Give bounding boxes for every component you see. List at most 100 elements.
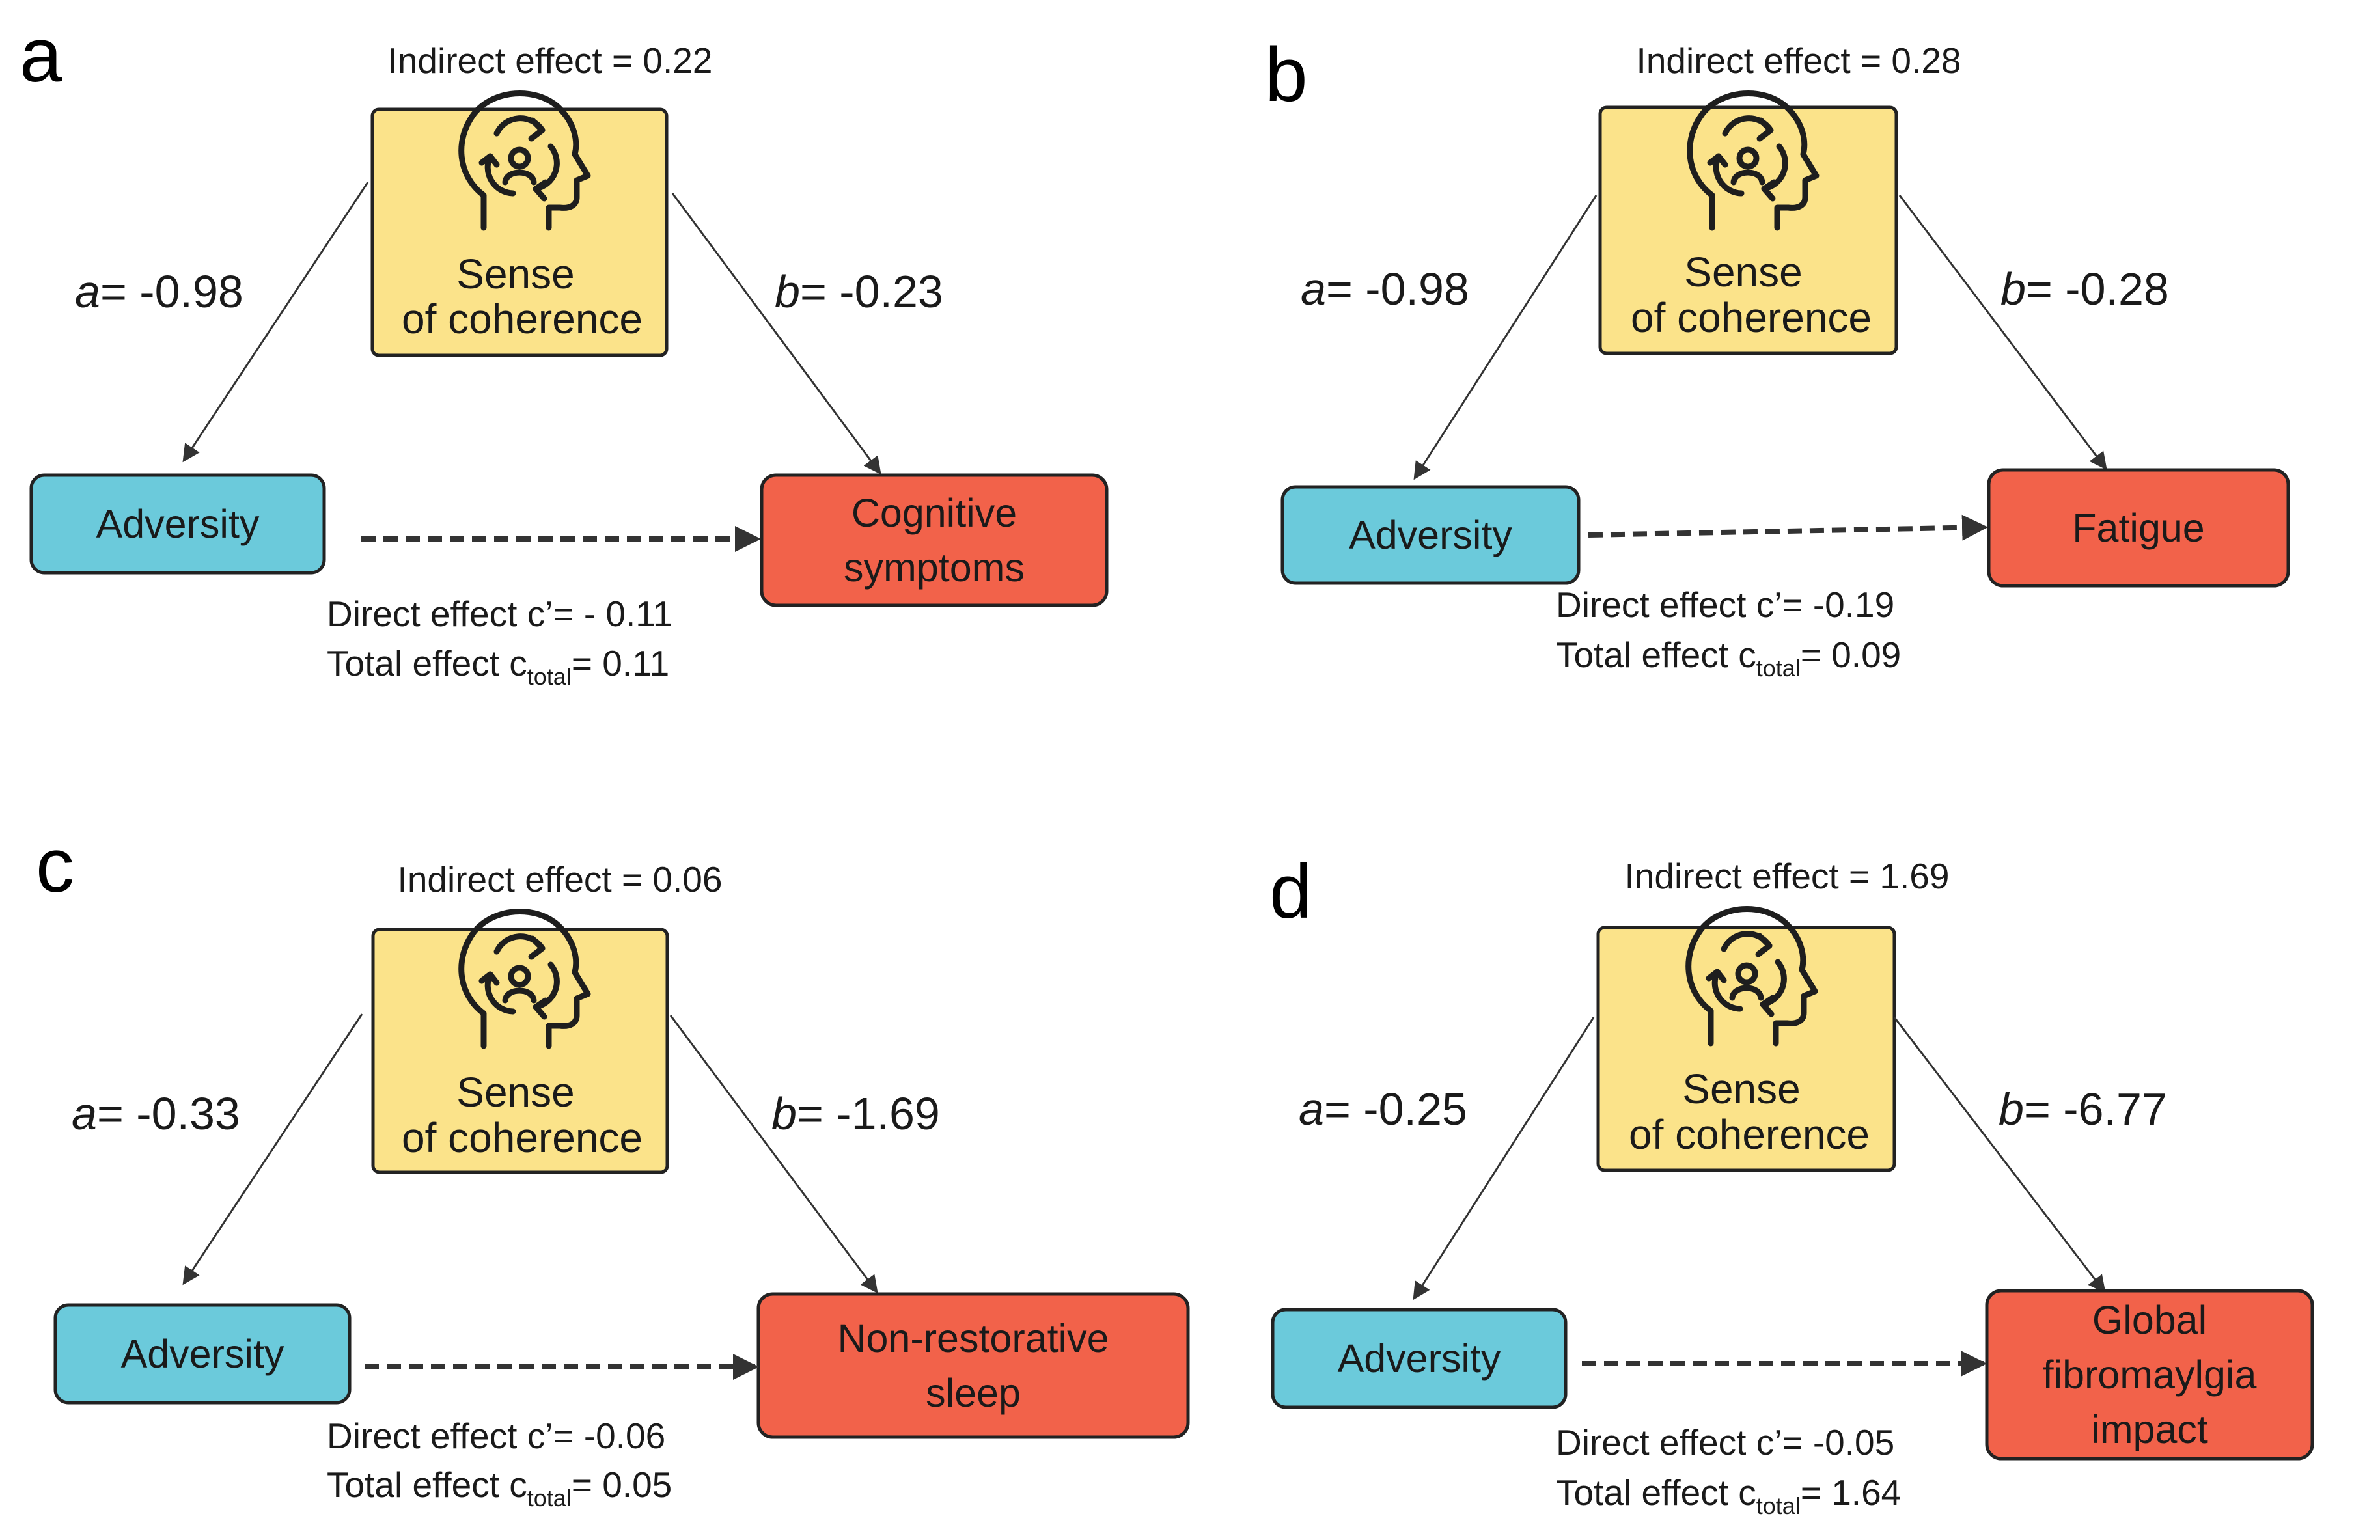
predictor-box xyxy=(53,1303,352,1405)
a-coefficient-value: = -0.33 xyxy=(97,1088,240,1139)
outcome-label-line: Fatigue xyxy=(2072,506,2204,550)
b-path-arrow xyxy=(671,193,881,475)
outcome-box xyxy=(1987,468,2290,588)
mediator-box xyxy=(370,107,669,357)
a-coefficient-symbol: a xyxy=(1299,1084,1324,1134)
mediator-box xyxy=(1598,105,1898,355)
total-effect-subscript: total xyxy=(527,1485,572,1511)
total-effect-label: Total effect ctotal= 0.05 xyxy=(327,1464,672,1511)
total-effect-prefix: Total effect c xyxy=(1556,1472,1756,1513)
head-circular-arrows-icon xyxy=(1685,906,1818,1047)
b-path-arrow xyxy=(1898,195,2107,471)
outcome-label-line: symptoms xyxy=(844,545,1025,590)
a-coefficient-symbol: a xyxy=(72,1088,97,1139)
outcome-box xyxy=(1985,1289,2314,1461)
a-coefficient: a= -0.33 xyxy=(72,1088,240,1139)
outcome-box xyxy=(760,473,1109,607)
a-coefficient-value: = -0.98 xyxy=(100,266,243,317)
panel-letter: d xyxy=(1269,849,1312,935)
a-path-arrow xyxy=(1413,195,1598,480)
predictor-label: Adversity xyxy=(1338,1336,1501,1381)
b-coefficient-value: = -1.69 xyxy=(797,1088,940,1139)
mediator-label-line2: of coherence xyxy=(1629,1111,1870,1158)
mediator-label-line2: of coherence xyxy=(1631,294,1872,341)
panel-letter: a xyxy=(20,12,62,98)
a-coefficient-value: = -0.98 xyxy=(1326,264,1469,314)
b-coefficient-symbol: b xyxy=(2000,264,2026,314)
mediator-label-line2: of coherence xyxy=(402,296,643,342)
b-coefficient-value: = -0.28 xyxy=(2026,264,2169,314)
total-effect-prefix: Total effect c xyxy=(327,643,527,683)
b-coefficient-symbol: b xyxy=(1999,1084,2024,1134)
predictor-box xyxy=(1271,1308,1568,1409)
outcome-label-line: fibromaylgia xyxy=(2043,1353,2257,1397)
total-effect-prefix: Total effect c xyxy=(327,1464,527,1505)
total-effect-prefix: Total effect c xyxy=(1556,635,1756,675)
total-effect-subscript: total xyxy=(1756,1492,1801,1519)
total-effect-label: Total effect ctotal= 0.09 xyxy=(1556,635,1901,681)
a-coefficient-symbol: a xyxy=(1301,264,1326,314)
b-coefficient-symbol: b xyxy=(775,266,800,317)
total-effect-label: Total effect ctotal= 1.64 xyxy=(1556,1472,1901,1519)
mediator-box xyxy=(371,928,669,1174)
head-circular-arrows-icon xyxy=(458,909,591,1049)
b-coefficient-value: = -6.77 xyxy=(2024,1084,2167,1134)
head-circular-arrows-icon xyxy=(1687,90,1820,231)
a-path-arrow xyxy=(1413,1017,1595,1300)
a-path-arrow xyxy=(182,182,369,463)
mediator-label-line2: of coherence xyxy=(402,1114,643,1161)
indirect-effect-label: Indirect effect = 0.22 xyxy=(388,40,713,81)
direct-effect-label: Direct effect c’= -0.05 xyxy=(1556,1422,1894,1463)
mediator-label-line1: Sense xyxy=(456,251,574,297)
predictor-box xyxy=(29,473,326,575)
a-coefficient: a= -0.98 xyxy=(75,266,243,317)
mediator-box xyxy=(1596,926,1896,1172)
direct-path-arrow xyxy=(1588,514,1988,541)
outcome-box xyxy=(756,1292,1190,1439)
b-coefficient: b= -0.28 xyxy=(2000,264,2169,314)
head-circular-arrows-icon xyxy=(458,90,591,231)
panel-letter: b xyxy=(1265,32,1308,118)
b-path-arrow xyxy=(669,1015,878,1294)
total-effect-subscript: total xyxy=(1756,655,1801,681)
direct-effect-label: Direct effect c’= - 0.11 xyxy=(327,594,672,634)
b-path-arrow xyxy=(1893,1017,2106,1294)
predictor-label: Adversity xyxy=(1349,513,1512,557)
b-coefficient-value: = -0.23 xyxy=(800,266,943,317)
b-coefficient: b= -6.77 xyxy=(1999,1084,2167,1134)
panel-letter: c xyxy=(36,823,74,909)
total-effect-value: = 0.09 xyxy=(1801,635,1901,675)
outcome-label-line: Non-restorative xyxy=(838,1316,1109,1360)
total-effect-label: Total effect ctotal= 0.11 xyxy=(327,643,669,690)
predictor-box xyxy=(1280,485,1581,585)
direct-effect-label: Direct effect c’= -0.06 xyxy=(327,1416,665,1456)
b-coefficient-symbol: b xyxy=(771,1088,797,1139)
a-path-arrow xyxy=(182,1013,363,1286)
indirect-effect-label: Indirect effect = 0.06 xyxy=(398,859,723,900)
indirect-effect-label: Indirect effect = 0.28 xyxy=(1637,40,1961,81)
mediator-label-line1: Sense xyxy=(1684,249,1802,296)
predictor-label: Adversity xyxy=(121,1332,284,1376)
outcome-label-line: impact xyxy=(2091,1407,2208,1451)
b-coefficient: b= -0.23 xyxy=(775,266,943,317)
total-effect-subscript: total xyxy=(527,663,572,690)
b-coefficient: b= -1.69 xyxy=(771,1088,940,1139)
predictor-label: Adversity xyxy=(96,502,260,546)
a-coefficient-value: = -0.25 xyxy=(1324,1084,1467,1134)
total-effect-value: = 1.64 xyxy=(1801,1472,1901,1513)
a-coefficient-symbol: a xyxy=(75,266,100,317)
a-coefficient: a= -0.25 xyxy=(1299,1084,1467,1134)
total-effect-value: = 0.05 xyxy=(572,1464,672,1505)
mediator-label-line1: Sense xyxy=(1682,1066,1800,1112)
mediator-label-line1: Sense xyxy=(456,1069,574,1116)
outcome-label-line: sleep xyxy=(926,1371,1021,1415)
outcome-label-line: Cognitive xyxy=(851,491,1017,535)
a-coefficient: a= -0.98 xyxy=(1301,264,1469,314)
indirect-effect-label: Indirect effect = 1.69 xyxy=(1625,856,1950,896)
